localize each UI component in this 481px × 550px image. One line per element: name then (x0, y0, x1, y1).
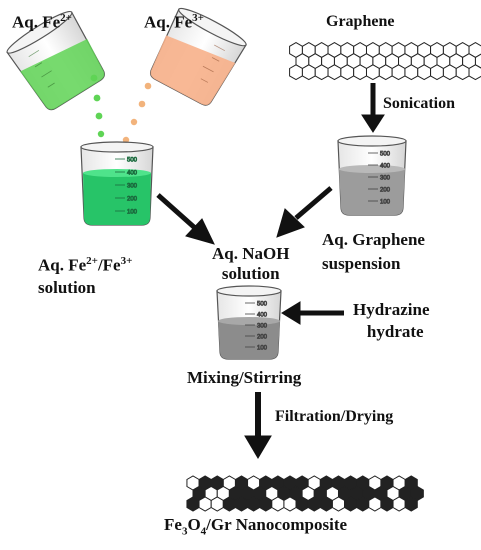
graduation-label: 200 (257, 335, 268, 341)
composite-hexagon (271, 496, 285, 512)
graphene-hexagon (340, 64, 355, 81)
graduation-label: 300 (127, 184, 138, 190)
graphene-hexagon (314, 64, 329, 81)
composite-hexagon (295, 496, 309, 512)
graduation-label: 100 (257, 346, 268, 352)
graphene-hexagon (365, 64, 380, 81)
composite-hexagon (247, 496, 261, 512)
graphene-hexagon (430, 64, 444, 81)
composite-hexagon (222, 496, 236, 512)
composite-hexagon (404, 496, 418, 512)
graduation-label: 200 (127, 197, 138, 203)
graphene-hexagon (455, 64, 470, 81)
composite-hexagon (392, 496, 406, 512)
fe2-beaker (6, 10, 105, 111)
graphene-suspension-beaker: 500 400 300 200 100 (337, 135, 407, 216)
sonication-arrow (361, 83, 385, 133)
composite-hexagon (368, 496, 382, 512)
composite-hexagon (344, 496, 358, 512)
arrow-graphene-to-naoh (276, 186, 333, 238)
fe2-label: Aq. Fe2+ (12, 12, 72, 32)
composite-hexagon (283, 496, 297, 512)
fe-mix-solution-label: Aq. Fe2+/Fe3+ solution (38, 255, 133, 297)
graphene-hexagon (404, 64, 419, 81)
mixing-label: Mixing/Stirring (187, 368, 302, 387)
composite-hexagon (356, 496, 370, 512)
composite-hexagon (259, 496, 273, 512)
graphene-hexagon (353, 64, 367, 81)
composite-hexagon (380, 496, 394, 512)
graphene-hexagon (289, 64, 303, 81)
graphene-hexagon (442, 64, 457, 81)
graduation-label: 400 (257, 313, 268, 319)
graduation-label: 500 (127, 158, 138, 164)
composite-hexagon (210, 496, 224, 512)
graduation-label: 300 (380, 176, 391, 182)
sonication-label: Sonication (383, 95, 456, 112)
graphene-hexagon (378, 64, 393, 81)
graphene-hexagon (391, 64, 406, 81)
composite-hexagon (319, 496, 333, 512)
graduation-label: 400 (380, 164, 391, 170)
composite-hexagon (307, 496, 321, 512)
graduation-label: 500 (257, 302, 268, 308)
graduation-label: 300 (257, 324, 268, 330)
composite-hexagon (186, 496, 200, 512)
filtration-arrow (244, 392, 272, 459)
composite-hexagon (198, 496, 212, 512)
mixing-beaker: 500 400 300 200 100 (216, 285, 282, 360)
arrow-fe-to-naoh (156, 193, 215, 245)
graphene-hexagon (327, 64, 342, 81)
fe3-drops (122, 82, 152, 144)
graduation-label: 400 (127, 171, 138, 177)
fe3-beaker (150, 7, 247, 106)
graduation-label: 100 (380, 200, 391, 206)
composite-hexagon (234, 496, 249, 512)
graphene-hexagon (417, 64, 432, 81)
graphene-hexagon (474, 53, 481, 69)
composite-hexagon (331, 496, 346, 512)
product-label: Fe3O4/Gr Nanocomposite (164, 515, 348, 538)
graphene-sheet (289, 42, 481, 81)
filtration-label: Filtration/Drying (275, 408, 394, 425)
fe2-drops (90, 74, 105, 138)
fe3o4-graphene-sheet (186, 475, 424, 512)
graduation-label: 200 (380, 188, 391, 194)
fe3-label: Aq. Fe3+ (144, 12, 204, 32)
graphene-label: Graphene (326, 13, 395, 30)
mixed-fe-beaker: 500 400 300 200 100 (80, 141, 154, 226)
graduation-label: 100 (127, 210, 138, 216)
hydrazine-arrow (281, 301, 344, 325)
graphene-hexagon (301, 64, 316, 81)
graphene-hexagon (468, 64, 481, 81)
graduation-label: 500 (380, 152, 391, 158)
